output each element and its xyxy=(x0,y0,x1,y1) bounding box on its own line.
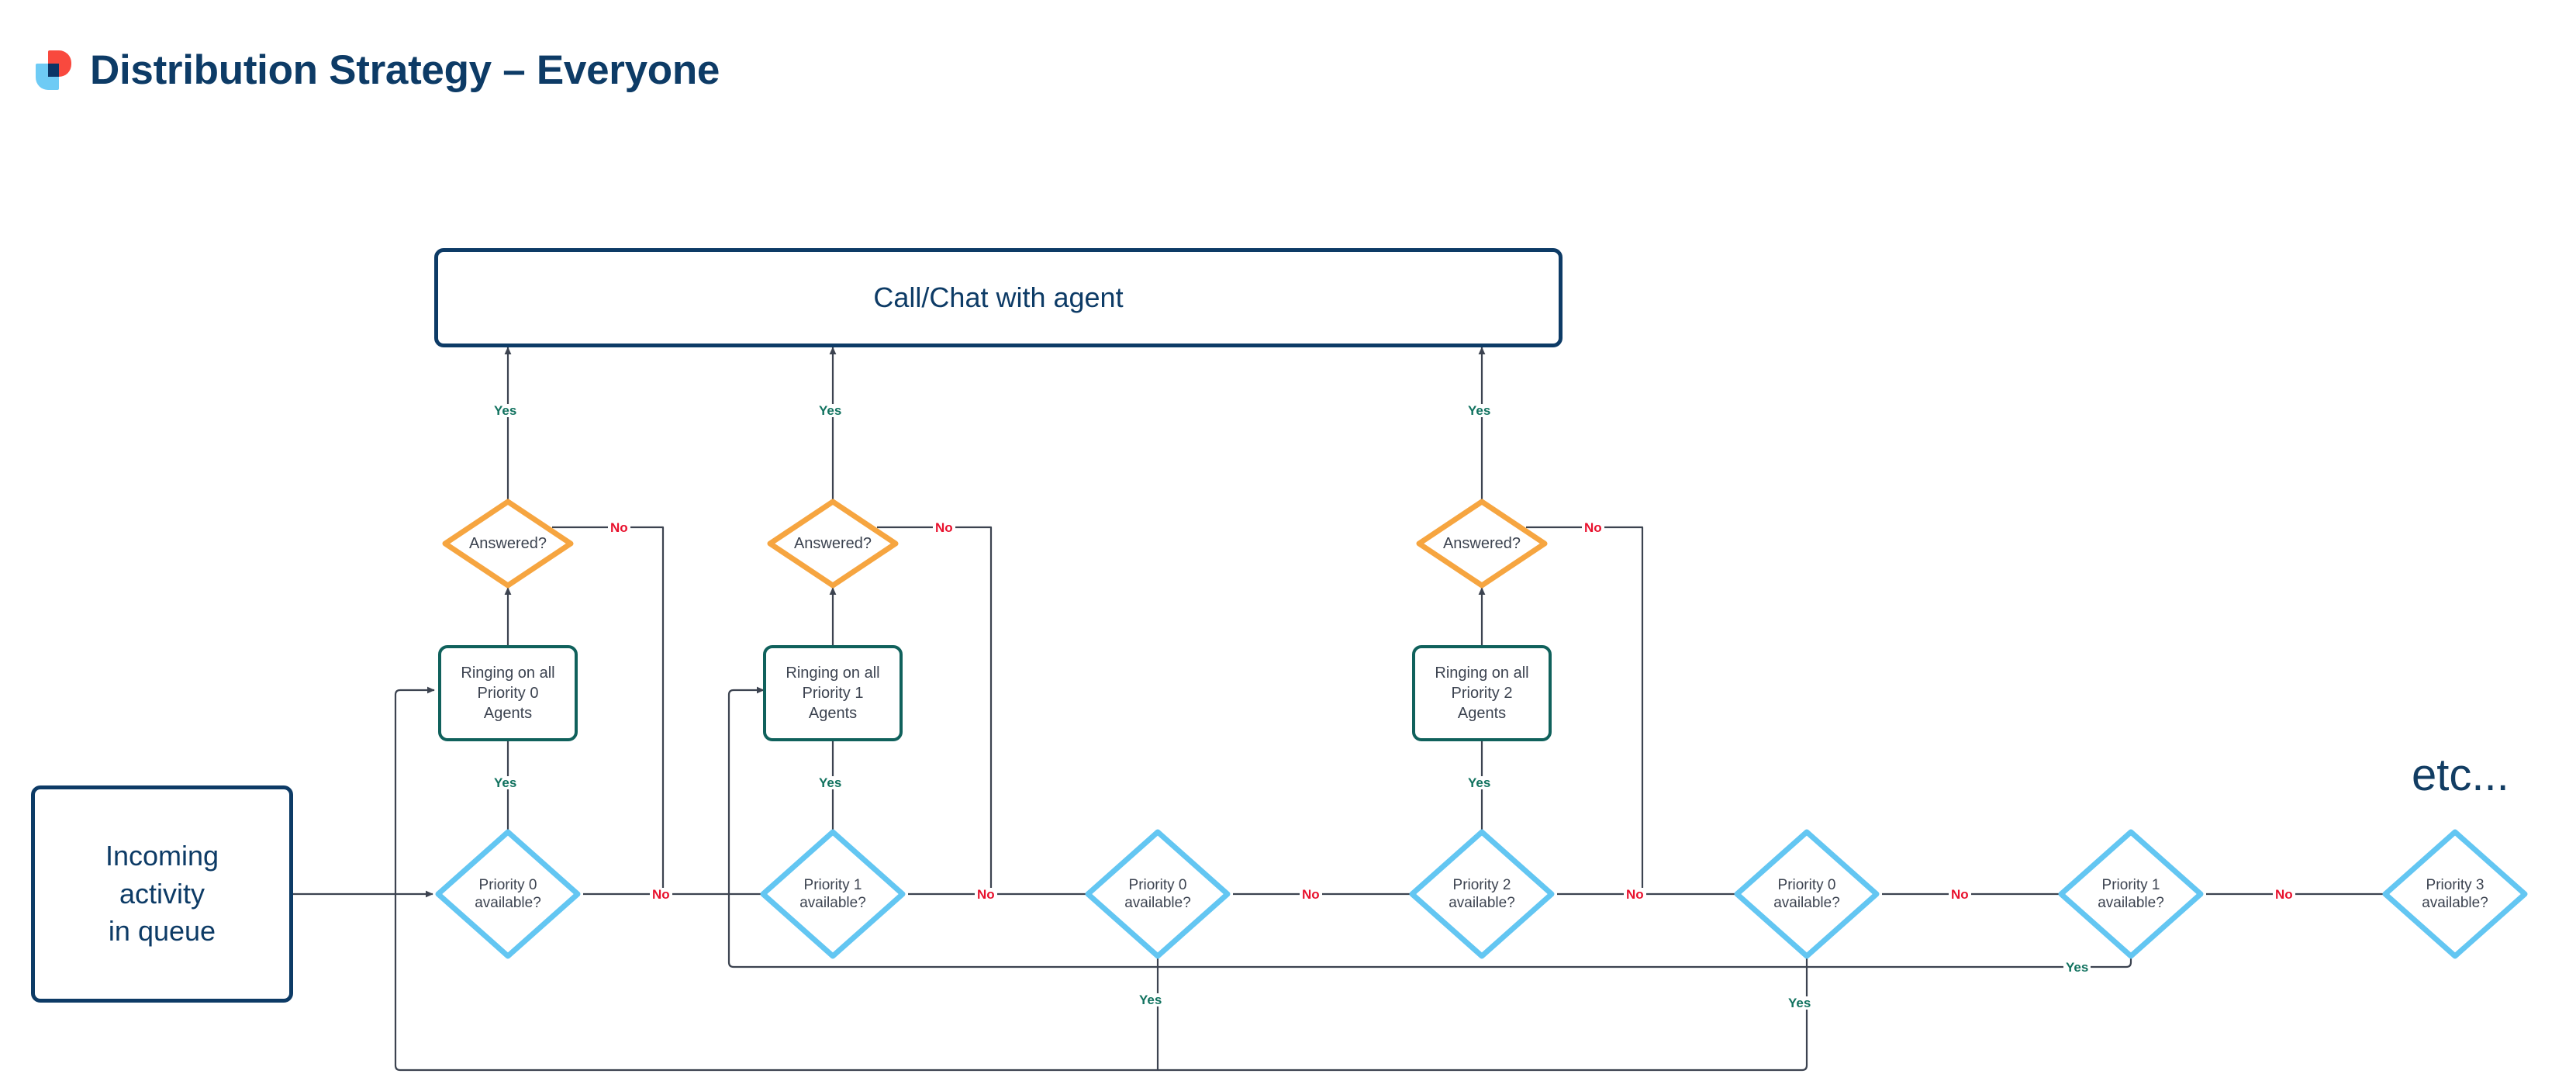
node-priority-1-available-2[interactable]: Priority 1 available? xyxy=(2056,827,2206,962)
edge-label-no-p1a: No xyxy=(975,888,997,901)
edge-label-yes-p0c-loop: Yes xyxy=(1786,996,1814,1010)
priority-diamond-shape xyxy=(435,829,581,959)
node-label-line2: Priority 1 xyxy=(802,685,864,702)
edge-p0c-yes-ring0 xyxy=(1158,927,1808,1072)
page-title: Distribution Strategy – Everyone xyxy=(90,47,720,93)
node-label-line2: activity xyxy=(119,877,205,910)
edge-label-no-p0b: No xyxy=(1300,888,1322,901)
edge-label-no-ans2: No xyxy=(1582,521,1604,534)
node-label-line1: Ringing on all xyxy=(461,665,555,682)
priority-diamond-shape xyxy=(2382,829,2528,959)
edge-label-yes-ans1: Yes xyxy=(817,404,844,417)
answered-diamond-shape xyxy=(767,499,899,589)
node-call-chat-with-agent[interactable]: Call/Chat with agent xyxy=(434,248,1563,347)
node-priority-0-available-2[interactable]: Priority 0 available? xyxy=(1083,827,1233,962)
edge-label-yes-ans2: Yes xyxy=(1466,404,1493,417)
node-label-line1: Ringing on all xyxy=(786,665,880,682)
page-header: Distribution Strategy – Everyone xyxy=(31,47,720,94)
node-label-line2: Priority 2 xyxy=(1451,685,1513,702)
node-ringing-priority-2-agents[interactable]: Ringing on all Priority 2 Agents xyxy=(1412,645,1552,741)
node-label-line1: Incoming xyxy=(105,840,219,872)
rainbow-square-logo-icon xyxy=(31,49,71,92)
edge-label-no-p2a: No xyxy=(1624,888,1646,901)
edge-label-yes-ans0: Yes xyxy=(492,404,520,417)
edge-p1b-yes-ring1 xyxy=(727,686,2132,968)
answered-diamond-shape xyxy=(442,499,574,589)
edge-ans0-no xyxy=(552,526,665,894)
edge-ans2-no xyxy=(1526,526,1644,894)
node-label-line1: Ringing on all xyxy=(1435,665,1529,682)
edge-label-no-p0a: No xyxy=(650,888,672,901)
node-label-line3: Agents xyxy=(1457,705,1507,722)
priority-diamond-shape xyxy=(2058,829,2204,959)
node-label-line2: Priority 0 xyxy=(477,685,539,702)
node-incoming-activity-in-queue[interactable]: Incoming activity in queue xyxy=(31,785,293,1003)
node-ringing-priority-1-agents[interactable]: Ringing on all Priority 1 Agents xyxy=(763,645,903,741)
etc-label: etc... xyxy=(2412,750,2509,800)
node-priority-2-available-1[interactable]: Priority 2 available? xyxy=(1407,827,1557,962)
node-priority-1-available-1[interactable]: Priority 1 available? xyxy=(758,827,908,962)
node-priority-0-available-1[interactable]: Priority 0 available? xyxy=(433,827,583,962)
node-label-line3: Agents xyxy=(483,705,533,722)
edge-label-no-ans1: No xyxy=(933,521,955,534)
edge-label-yes-p1b-loop: Yes xyxy=(2063,961,2091,974)
logo-navy-overlap xyxy=(48,63,59,77)
edge-label-no-p1b: No xyxy=(2273,888,2295,901)
priority-diamond-shape xyxy=(1734,829,1880,959)
node-answered-1[interactable]: Answered? xyxy=(765,496,901,591)
node-answered-0[interactable]: Answered? xyxy=(440,496,576,591)
edge-label-yes-p0a: Yes xyxy=(492,776,520,789)
priority-diamond-shape xyxy=(760,829,906,959)
node-label-line3: Agents xyxy=(808,705,858,722)
edge-ans1-no xyxy=(877,526,993,894)
edge-label-yes-p2a: Yes xyxy=(1466,776,1493,789)
edge-label-no-p0c: No xyxy=(1949,888,1971,901)
priority-diamond-shape xyxy=(1085,829,1231,959)
priority-diamond-shape xyxy=(1409,829,1555,959)
node-label: Call/Chat with agent xyxy=(873,281,1124,313)
node-priority-0-available-3[interactable]: Priority 0 available? xyxy=(1732,827,1882,962)
edge-p0b-yes-ring0 xyxy=(394,686,1159,1072)
node-answered-2[interactable]: Answered? xyxy=(1414,496,1550,591)
edge-label-no-ans0: No xyxy=(608,521,630,534)
node-label-line3: in queue xyxy=(108,915,216,948)
node-priority-3-available-1[interactable]: Priority 3 available? xyxy=(2380,827,2530,962)
answered-diamond-shape xyxy=(1416,499,1548,589)
edge-label-yes-p0b-loop: Yes xyxy=(1137,993,1165,1006)
node-ringing-priority-0-agents[interactable]: Ringing on all Priority 0 Agents xyxy=(438,645,578,741)
edge-label-yes-p1a: Yes xyxy=(817,776,844,789)
